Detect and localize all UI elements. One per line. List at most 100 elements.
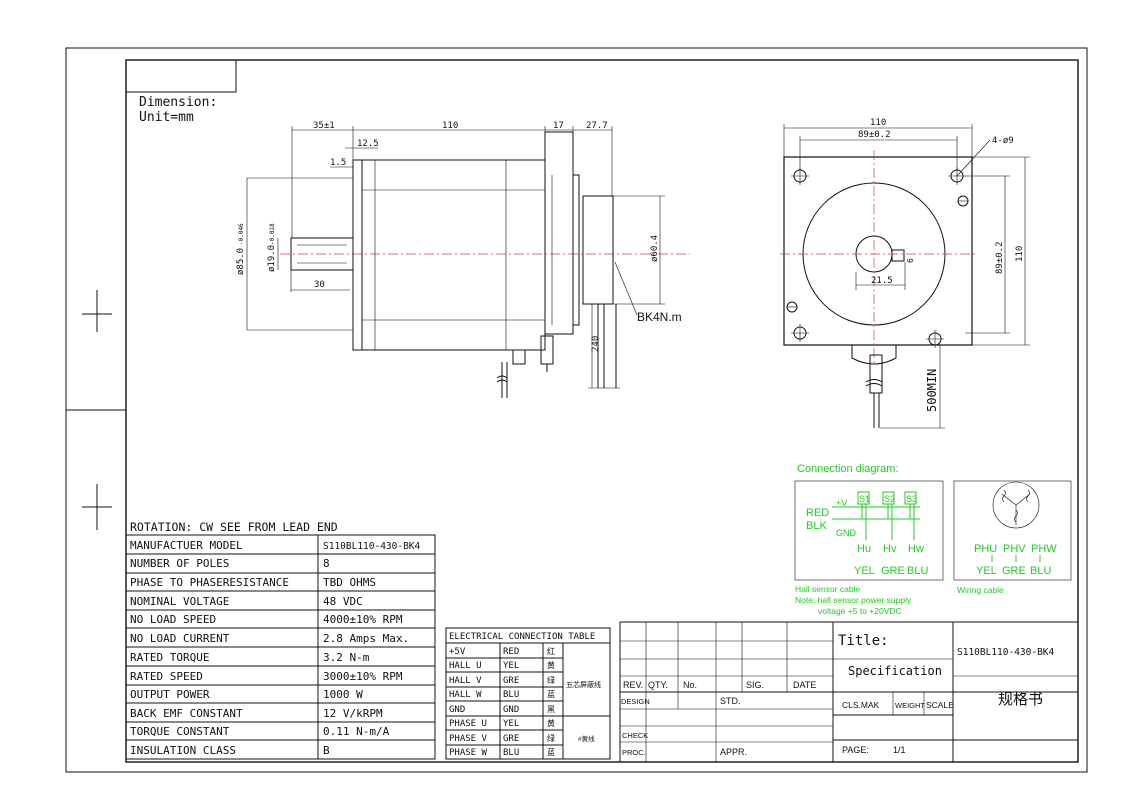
spec-value: 8	[323, 557, 330, 570]
electrical-color: YEL	[503, 661, 519, 671]
check-label: CHECK	[622, 731, 648, 740]
dim-500: 500MIN	[925, 369, 939, 412]
dim-30: 30	[314, 280, 325, 290]
dim-240: 240	[591, 336, 601, 352]
electrical-color: BLU	[503, 690, 519, 700]
spec-value: 0.11 N-m/A	[323, 725, 390, 738]
spec-value: TBD OHMS	[323, 576, 376, 589]
spec-value: B	[323, 744, 330, 757]
group-label-phase: #黄线	[578, 734, 595, 743]
sheet-frame	[65, 47, 1088, 773]
hu-label: Hu	[857, 543, 871, 555]
red-label: RED	[806, 507, 829, 519]
spec-label: NUMBER OF POLES	[130, 557, 229, 570]
spec-value: 12 V/kRPM	[323, 707, 383, 720]
proc-label: PROC.	[622, 748, 646, 757]
dim-12-5: 12.5	[357, 139, 379, 149]
page-value: 1/1	[893, 745, 906, 755]
electrical-color-cn: 黑	[547, 705, 555, 714]
electrical-color: GND	[503, 705, 519, 715]
electrical-color-cn: 蓝	[547, 689, 555, 699]
front-view	[780, 124, 1030, 429]
rev-label: REV.	[623, 680, 643, 690]
title-block	[619, 621, 1078, 762]
phv-label: PHV	[1003, 543, 1026, 555]
electrical-color: GRE	[503, 676, 519, 686]
wiring-diagram	[953, 480, 1072, 581]
s3-label: S3	[906, 494, 917, 504]
electrical-color: YEL	[503, 719, 519, 729]
dim-dia85-tol: -0.046	[238, 223, 245, 245]
dim-6: 6	[906, 258, 915, 263]
cls-label: CLS.MAK	[842, 700, 880, 710]
s1-label: S1	[859, 494, 870, 504]
dim-dia19-tol: -0.018	[269, 223, 276, 245]
electrical-signal: HALL V	[449, 676, 482, 686]
phu-label: PHU	[974, 543, 997, 555]
blu-label: BLU	[907, 565, 928, 577]
title-value: Specification	[848, 664, 942, 678]
note-line-2: voltage +5 to +20VDC	[818, 606, 902, 616]
connection-title: Connection diagram:	[797, 463, 899, 475]
electrical-table	[445, 627, 611, 760]
electrical-color-cn: 绿	[547, 734, 555, 743]
electrical-title: ELECTRICAL CONNECTION TABLE	[449, 632, 595, 642]
spec-label: PHASE TO PHASERESISTANCE	[130, 576, 289, 589]
appr-label: APPR.	[720, 747, 747, 757]
yel-label: YEL	[854, 565, 875, 577]
electrical-color-cn: 黄	[547, 660, 555, 670]
dim-35: 35±1	[313, 121, 335, 131]
dim-dia19: ø19.0	[267, 245, 277, 272]
sig-label: SIG.	[746, 680, 764, 690]
spec-label: RATED SPEED	[130, 670, 203, 683]
spec-value: 1000 W	[323, 688, 363, 701]
page-label: PAGE:	[842, 745, 869, 755]
gre2-label: GRE	[1002, 565, 1026, 577]
spec-table	[125, 534, 436, 760]
model-number: S110BL110-430-BK4	[957, 647, 1055, 658]
design-label: DESIGN	[621, 697, 650, 706]
qty-label: QTY.	[648, 680, 668, 690]
dim-89-top: 89±0.2	[858, 130, 891, 140]
electrical-color-cn: 蓝	[547, 747, 555, 757]
electrical-color: BLU	[503, 748, 519, 758]
electrical-signal: PHASE V	[449, 734, 488, 744]
electrical-color-cn: 绿	[547, 676, 555, 685]
dim-110-top: 110	[870, 118, 886, 128]
electrical-color-cn: 黄	[547, 718, 555, 728]
blk-label: BLK	[806, 520, 827, 532]
no-label: No.	[683, 680, 697, 690]
dim-1-5: 1.5	[330, 158, 346, 168]
spec-label: MANUFACTUER MODEL	[130, 539, 243, 552]
electrical-color-cn: 红	[547, 646, 555, 656]
spec-label: NOMINAL VOLTAGE	[130, 595, 229, 608]
scale-label: SCALE	[926, 700, 954, 710]
spec-label: NO LOAD CURRENT	[130, 632, 230, 645]
spec-label: BACK EMF CONSTANT	[130, 707, 243, 720]
spec-value: 4000±10% RPM	[323, 613, 403, 626]
spec-value: S110BL110-430-BK4	[323, 541, 421, 552]
dim-dia60: ø60.4	[650, 235, 660, 262]
hall-cable-label: Hall sensor cable	[795, 584, 860, 594]
rotation-note: ROTATION: CW SEE FROM LEAD END	[130, 520, 338, 534]
date-label: DATE	[793, 680, 816, 690]
dim-27-7: 27.7	[586, 121, 608, 131]
blu2-label: BLU	[1030, 565, 1051, 577]
wiring-cable-label: Wiring cable	[957, 585, 1004, 595]
title-label: Title:	[838, 633, 889, 649]
weight-label: WEIGHT	[895, 701, 925, 710]
electrical-signal: +5V	[449, 647, 466, 657]
electrical-signal: PHASE W	[449, 748, 488, 758]
dimension-label: Dimension:	[139, 95, 217, 110]
electrical-color: RED	[503, 647, 519, 657]
electrical-signal: GND	[449, 705, 465, 715]
spec-label: NO LOAD SPEED	[130, 613, 216, 626]
side-view	[246, 126, 690, 398]
spec-value: 2.8 Amps Max.	[323, 632, 409, 645]
brake-label: BK4N.m	[637, 310, 682, 324]
dim-89-side: 89±0.2	[995, 241, 1005, 274]
electrical-color: GRE	[503, 734, 519, 744]
yel2-label: YEL	[976, 565, 997, 577]
plus-v: +V	[836, 498, 847, 508]
